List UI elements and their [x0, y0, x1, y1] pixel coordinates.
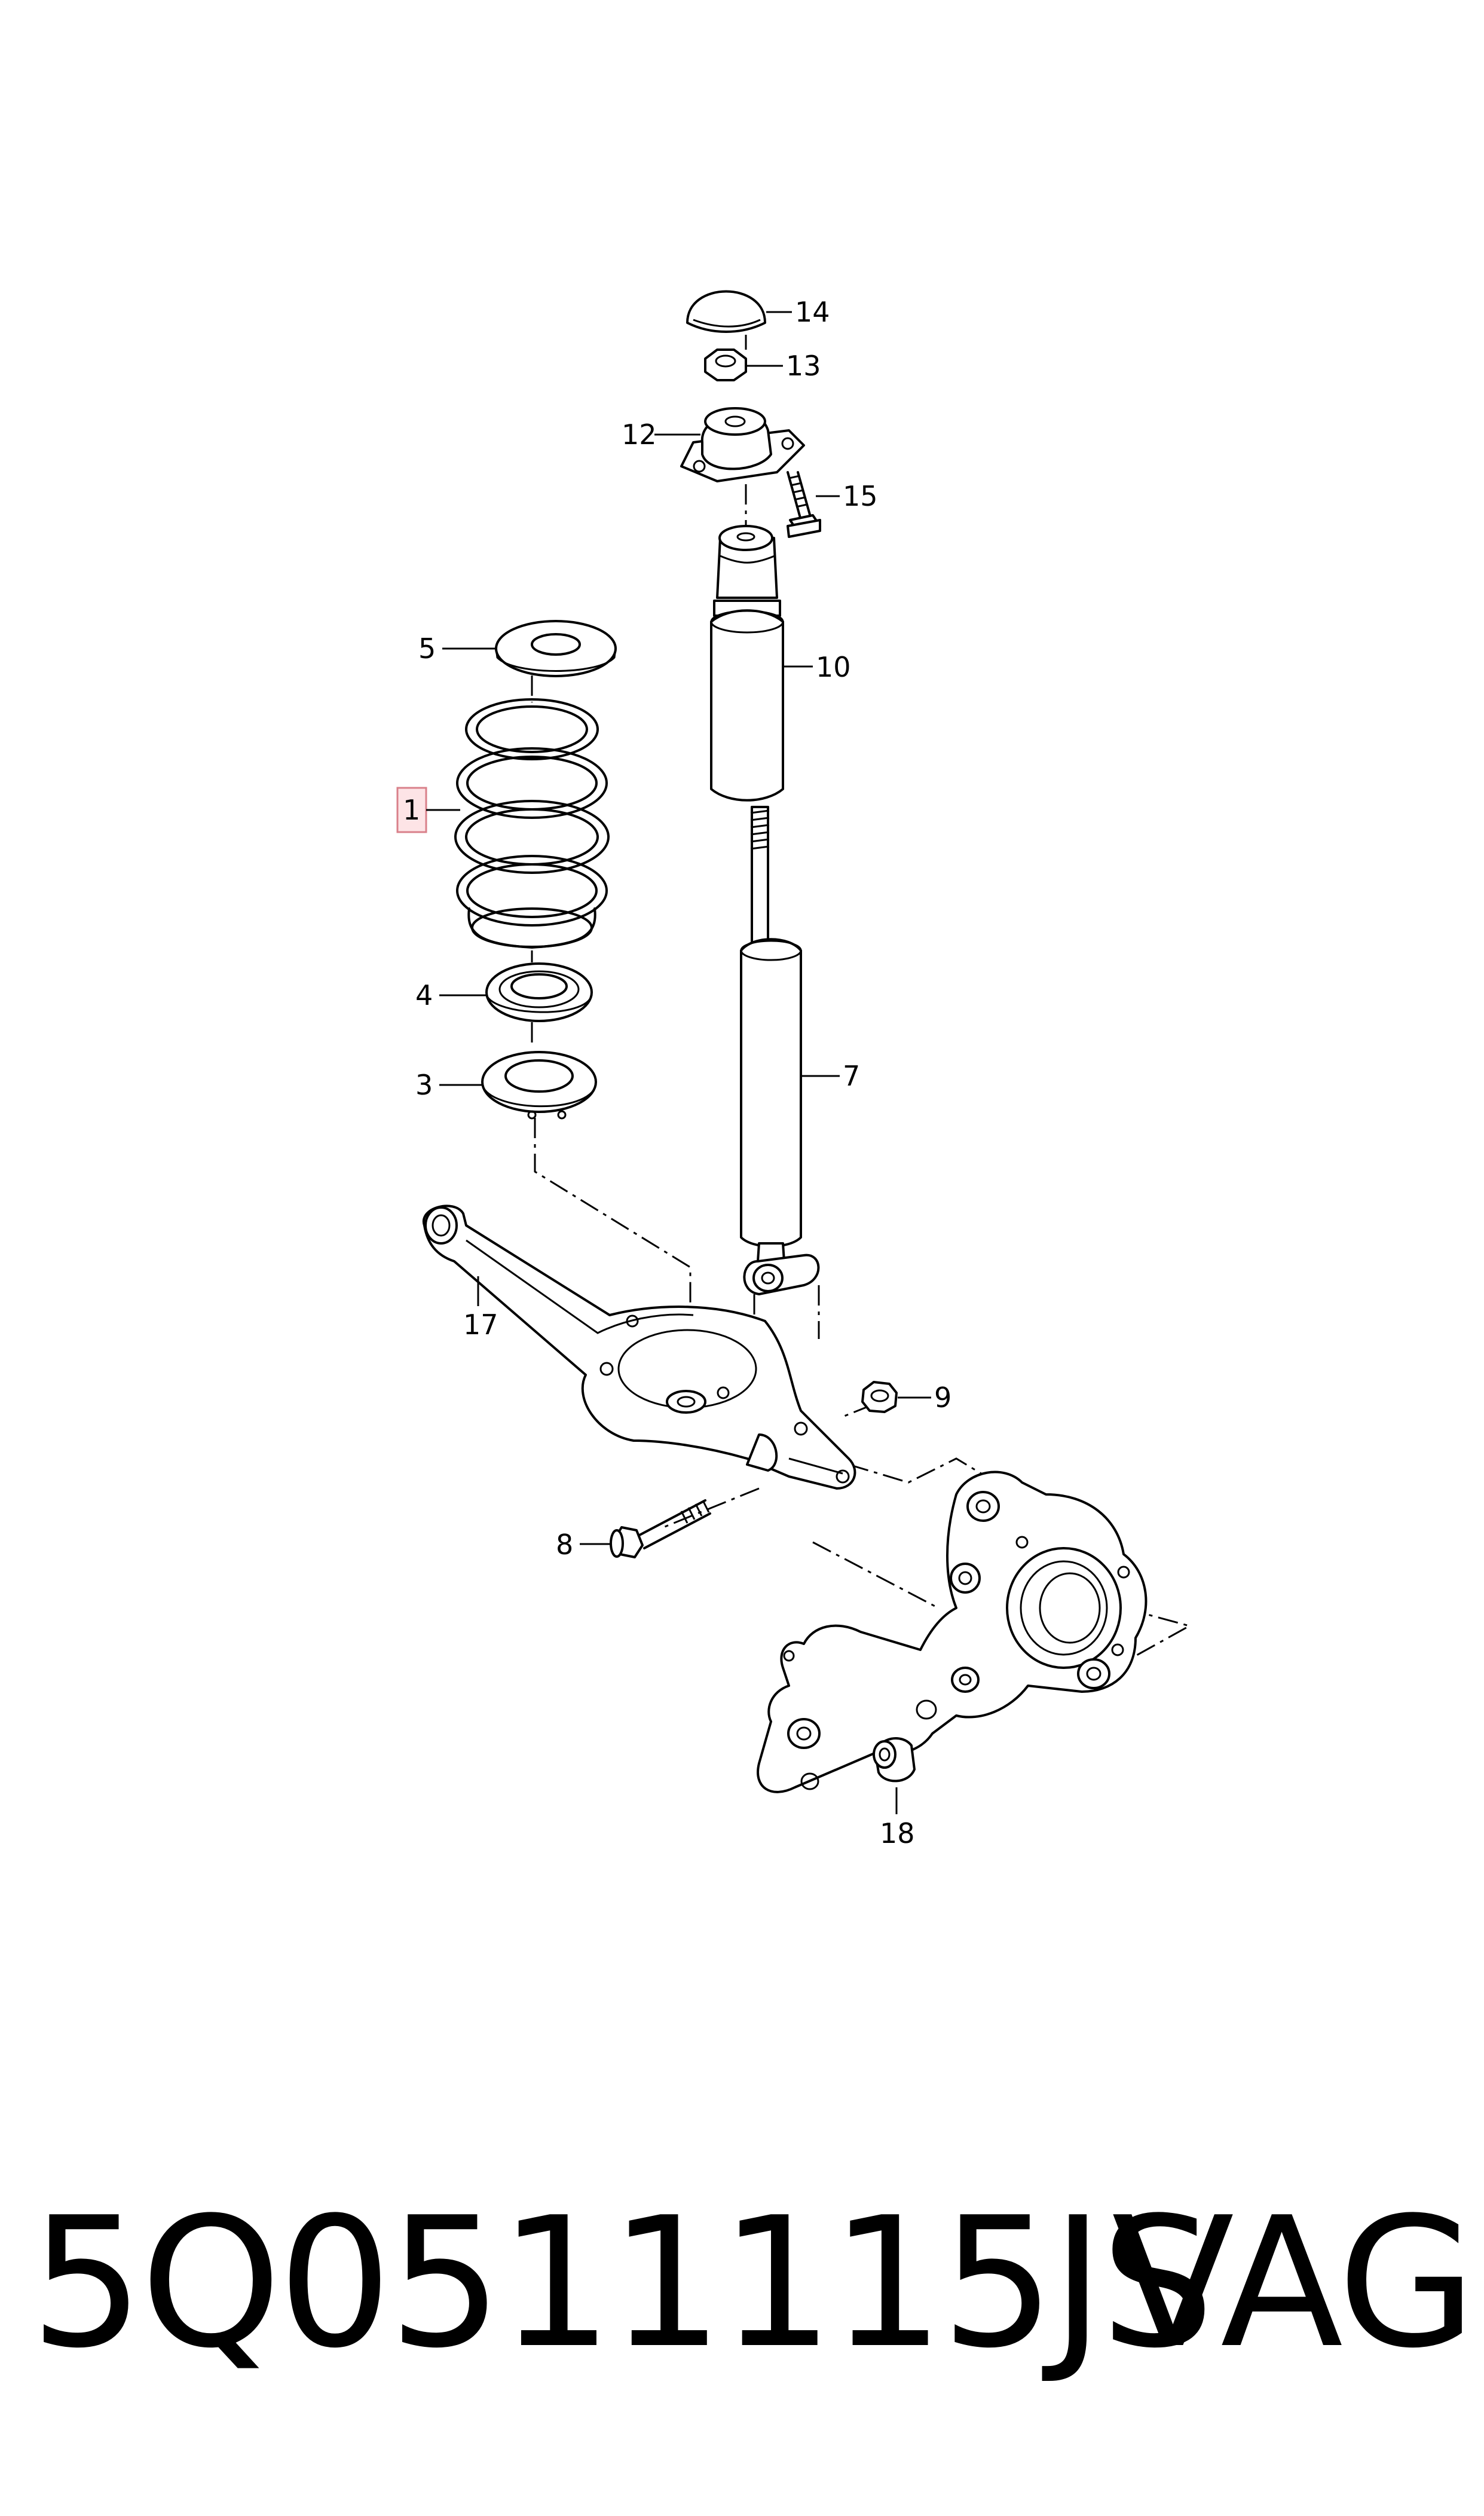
- callout-12: 12: [622, 418, 657, 451]
- part-12-strut-mount: [680, 407, 805, 482]
- callout-10: 10: [816, 651, 851, 683]
- callout-1-highlight: [396, 787, 427, 833]
- brand-name: VAG: [1112, 2179, 1476, 2387]
- callout-5: 5: [418, 632, 436, 665]
- part-9-nut: [861, 1381, 898, 1413]
- part-4-spring-seat: [485, 962, 593, 1022]
- part-10-protective-boot: [710, 525, 784, 802]
- part-18-bushing: [873, 1737, 916, 1783]
- part-1-coil-spring: [454, 698, 610, 949]
- part-15-bolt: [787, 471, 821, 538]
- callout-7: 7: [843, 1060, 860, 1092]
- part-number: 5Q0511115JS: [30, 2179, 1214, 2387]
- callout-14: 14: [795, 296, 830, 328]
- part-3-lower-spring-seat: [481, 1051, 597, 1120]
- callout-3: 3: [415, 1069, 433, 1101]
- callout-15: 15: [843, 480, 878, 512]
- part-8-bolt: [610, 1499, 711, 1558]
- part-wheel-carrier: [757, 1471, 1148, 1793]
- callout-4: 4: [415, 979, 433, 1011]
- callout-9: 9: [934, 1381, 951, 1414]
- callout-8: 8: [556, 1528, 573, 1561]
- part-17-control-arm: [422, 1204, 856, 1490]
- callout-18: 18: [880, 1817, 915, 1849]
- callout-1: 1: [403, 794, 420, 826]
- part-14-protective-cap: [686, 290, 766, 333]
- part-5-upper-spring-seat: [495, 620, 617, 677]
- callout-13: 13: [786, 350, 821, 382]
- callout-17: 17: [463, 1309, 498, 1341]
- part-13-nut: [704, 348, 747, 381]
- part-number-footer: 5Q0511115JS VAG: [0, 2176, 1484, 2391]
- part-7-shock-absorber: [740, 806, 820, 1295]
